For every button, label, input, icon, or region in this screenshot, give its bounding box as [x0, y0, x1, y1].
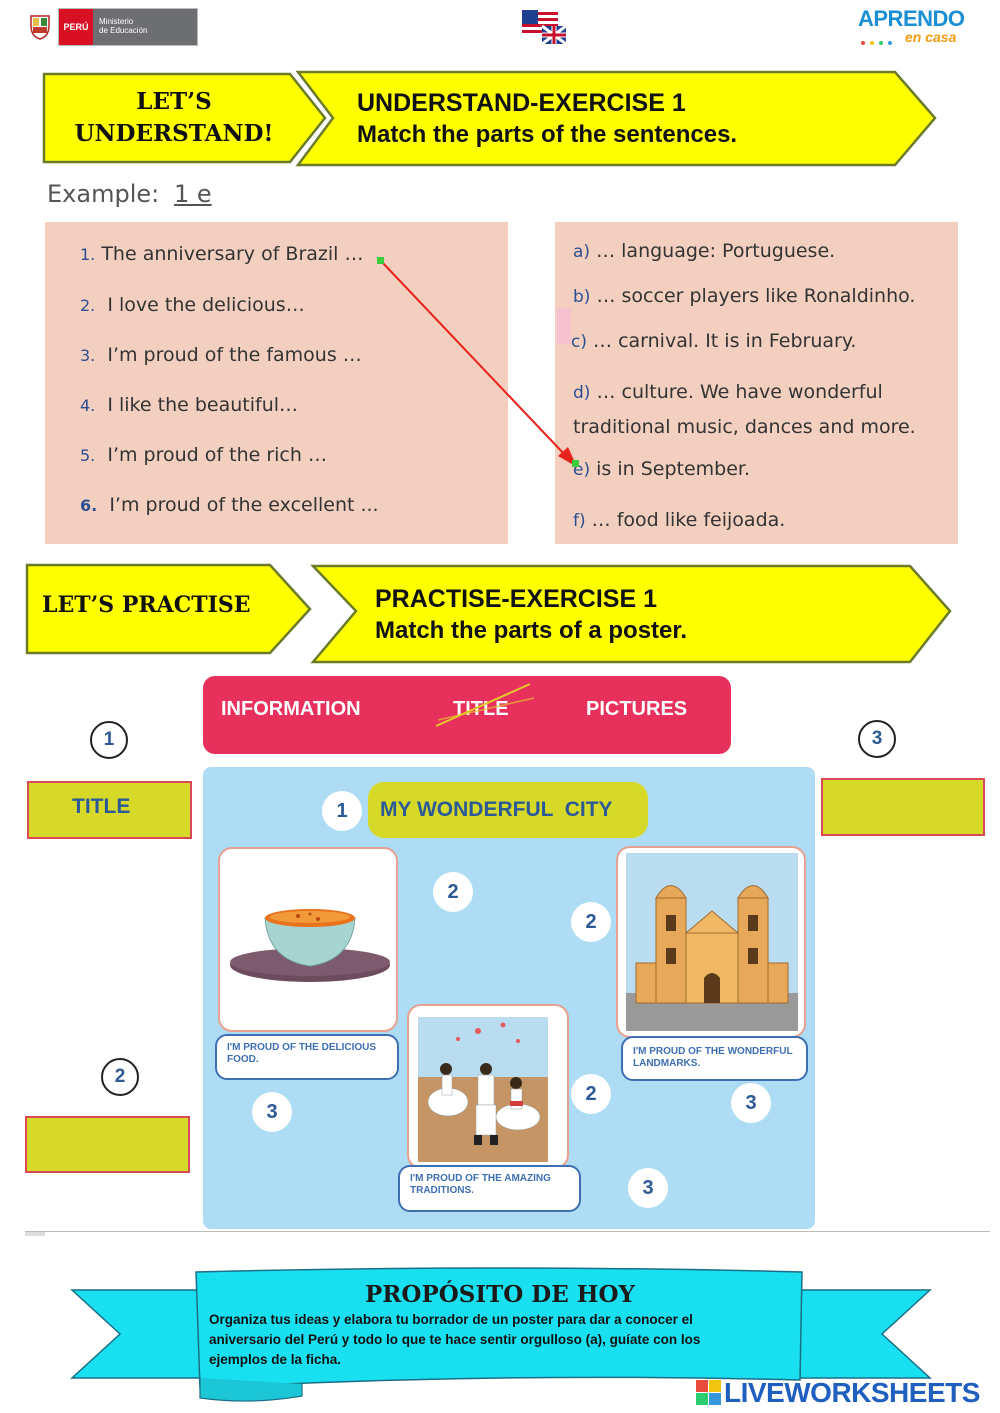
list-item: 1. The anniversary of Brazil …	[80, 243, 364, 265]
poster-num: 3	[628, 1168, 668, 1208]
understand-exercise-title: UNDERSTAND-EXERCISE 1	[357, 89, 686, 117]
sentence-ends-box	[555, 222, 958, 544]
purpose-title: PROPÓSITO DE HOY	[365, 1281, 635, 1308]
example-value: 1 e	[174, 180, 212, 208]
label-circle-2: 2	[101, 1058, 139, 1096]
aprendo-dots-icon	[860, 34, 900, 45]
option-item: a) … language: Portuguese.	[573, 240, 836, 262]
dancers-picture-icon	[418, 1017, 548, 1162]
ministry-line1: Ministerio	[99, 17, 134, 26]
strike-mark	[435, 683, 535, 727]
ministry-logo: PERÚ Ministerio de Educación	[58, 8, 198, 46]
divider-mark	[25, 1232, 45, 1236]
sentence-starts-box	[45, 222, 508, 544]
badge-line1: LET’S	[136, 88, 212, 115]
liveworksheets-logo-icon	[696, 1380, 722, 1406]
caption-landmarks: I'M PROUD OF THE WONDERFUL LANDMARKS.	[621, 1036, 808, 1081]
peru-label: PERÚ	[59, 9, 93, 45]
purpose-text: Organiza tus ideas y elabora tu borrador…	[209, 1312, 701, 1367]
understand-banners	[42, 70, 937, 167]
poster-title: MY WONDERFUL CITY	[368, 782, 648, 838]
poster-num: 2	[571, 1074, 611, 1114]
cathedral-picture-icon	[626, 853, 798, 1031]
option-item: f) … food like feijoada.	[573, 509, 786, 531]
practise-badge: LET’S PRACTISE	[42, 592, 251, 618]
option-item: c) … carnival. It is in February.	[571, 330, 857, 352]
answer-box-2[interactable]	[25, 1116, 190, 1173]
caption-food: I'M PROUD OF THE DELICIOUS FOOD.	[215, 1034, 399, 1080]
label-circle-1: 1	[90, 721, 128, 759]
caption-traditions: I'M PROUD OF THE AMAZING TRADITIONS.	[398, 1165, 581, 1212]
word-information[interactable]: INFORMATION	[221, 698, 361, 720]
purpose-ribbon	[70, 1267, 932, 1402]
list-item: 5. I’m proud of the rich …	[80, 444, 327, 466]
label-circle-3: 3	[858, 720, 896, 758]
understand-badge: LET’S UNDERSTAND!	[44, 86, 304, 150]
list-item: 4. I like the beautiful…	[80, 394, 299, 416]
list-item: 6. I’m proud of the excellent ...	[80, 494, 379, 516]
badge-line2: UNDERSTAND!	[74, 120, 274, 147]
match-arrow	[380, 260, 577, 467]
list-item: 3. I’m proud of the famous …	[80, 344, 362, 366]
answer-box-1[interactable]	[27, 781, 192, 839]
practise-instruction: Match the parts of a poster.	[375, 617, 688, 644]
option-item: d) … culture. We have wonderful traditio…	[573, 381, 916, 438]
practise-exercise-title: PRACTISE-EXERCISE 1	[375, 585, 658, 613]
understand-instruction: Match the parts of the sentences.	[357, 121, 738, 148]
answer-box-3[interactable]	[821, 778, 985, 836]
match-start-handle[interactable]	[377, 257, 384, 264]
word-pictures[interactable]: PICTURES	[586, 698, 688, 720]
poster-num: 2	[571, 902, 611, 942]
poster-num: 3	[252, 1092, 292, 1132]
word-title[interactable]: TITLE	[453, 698, 509, 720]
practise-banners	[25, 563, 952, 664]
match-end-handle[interactable]	[572, 460, 579, 467]
peru-coat-of-arms-icon	[28, 12, 52, 40]
food-bowl-icon	[230, 909, 390, 982]
list-item: 2. I love the delicious…	[80, 294, 305, 316]
poster-num-title: 1	[322, 791, 362, 831]
en-casa-label: en casa	[905, 29, 957, 45]
ministry-line2: de Educación	[99, 26, 148, 35]
liveworksheets-brand[interactable]: LIVEWORKSHEETS	[724, 1377, 980, 1408]
aprendo-logo: APRENDO	[858, 6, 965, 31]
poster-num: 3	[731, 1083, 771, 1123]
drop-marker	[557, 308, 571, 344]
divider	[25, 1231, 990, 1232]
example-label: Example:	[47, 180, 160, 208]
word-bank	[203, 676, 731, 754]
poster-num: 2	[433, 872, 473, 912]
food-picture-card	[218, 847, 398, 1032]
answer-box-1-text: TITLE	[72, 795, 131, 818]
option-item: b) … soccer players like Ronaldinho.	[573, 285, 916, 307]
us-uk-flag-icon	[518, 6, 568, 46]
